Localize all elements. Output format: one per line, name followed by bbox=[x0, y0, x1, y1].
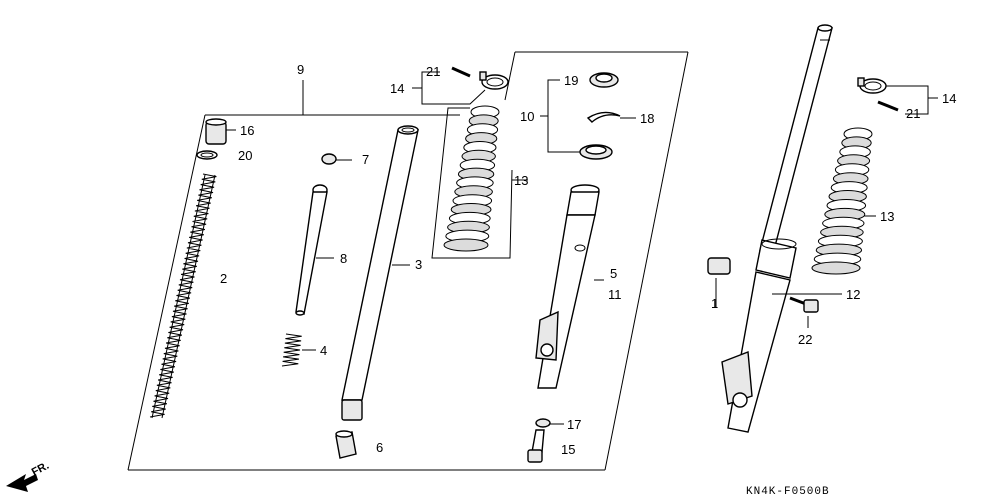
label-20: 20 bbox=[238, 148, 252, 163]
damper-rod-8 bbox=[295, 184, 334, 316]
band-bracket-14-left bbox=[412, 71, 486, 105]
socket-bolt-15 bbox=[527, 429, 545, 463]
rebound-spring-4 bbox=[281, 333, 316, 367]
oil-seal-10 bbox=[579, 144, 613, 160]
oil-seal-bracket-10 bbox=[540, 79, 585, 153]
fork-slider-5-11 bbox=[535, 184, 604, 389]
label-2: 2 bbox=[220, 271, 227, 286]
label-14b: 14 bbox=[942, 91, 956, 106]
label-7: 7 bbox=[362, 152, 369, 167]
label-21b: 21 bbox=[906, 106, 920, 121]
label-17: 17 bbox=[567, 417, 581, 432]
piston-ring-7 bbox=[321, 153, 352, 165]
label-4: 4 bbox=[320, 343, 327, 358]
label-14a: 14 bbox=[390, 81, 404, 96]
boot-band-14-right bbox=[857, 77, 887, 94]
dust-seal-19 bbox=[589, 72, 619, 88]
label-13b: 13 bbox=[880, 209, 894, 224]
label-12: 12 bbox=[846, 287, 860, 302]
fork-boot-13-right bbox=[811, 127, 876, 275]
assembly-frame-9 bbox=[127, 51, 689, 471]
snap-ring-18 bbox=[586, 111, 636, 123]
label-18: 18 bbox=[640, 111, 654, 126]
front-direction-marker: FR. bbox=[6, 460, 51, 492]
label-3: 3 bbox=[415, 257, 422, 272]
label-9: 9 bbox=[297, 62, 304, 77]
label-22: 22 bbox=[798, 332, 812, 347]
diagram-code: KN4K-F0500B bbox=[746, 486, 830, 498]
label-1: 1 bbox=[711, 296, 718, 311]
label-11: 11 bbox=[608, 287, 622, 302]
label-16: 16 bbox=[240, 123, 254, 138]
label-13a: 13 bbox=[514, 173, 528, 188]
boot-band-14-left bbox=[479, 71, 509, 90]
band-bracket-14-right bbox=[880, 85, 938, 115]
fork-spring-2 bbox=[149, 173, 217, 419]
label-21a: 21 bbox=[426, 64, 440, 79]
boot-bracket-13 bbox=[431, 107, 528, 259]
screw-21-left bbox=[451, 66, 471, 78]
label-19: 19 bbox=[564, 73, 578, 88]
spring-seat-cap-16 bbox=[205, 118, 236, 145]
fork-boot-13-left bbox=[443, 105, 500, 252]
svg-text:FR.: FR. bbox=[30, 460, 51, 479]
screw-21-right bbox=[877, 100, 899, 112]
bolt-22 bbox=[789, 296, 819, 328]
part-labels: 9 16 20 2 7 8 3 4 6 13 14 21 19 10 18 5 … bbox=[220, 62, 956, 457]
label-5: 5 bbox=[610, 266, 617, 281]
oil-lock-piece-6 bbox=[335, 430, 357, 459]
label-15: 15 bbox=[561, 442, 575, 457]
sealing-washer-17 bbox=[535, 418, 564, 428]
fork-assembly-right bbox=[721, 24, 833, 433]
o-ring-20 bbox=[196, 150, 218, 160]
fork-pipe-3 bbox=[341, 125, 419, 421]
label-10: 10 bbox=[520, 109, 534, 124]
label-8: 8 bbox=[340, 251, 347, 266]
label-6: 6 bbox=[376, 440, 383, 455]
clip-1 bbox=[707, 257, 731, 308]
